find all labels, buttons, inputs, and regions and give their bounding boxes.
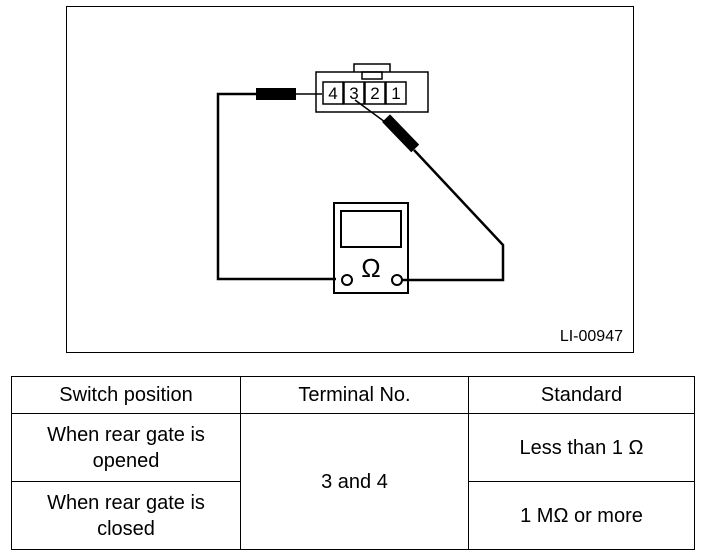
pin-4-cell — [322, 81, 344, 105]
multimeter — [333, 202, 409, 294]
header-terminal-no: Terminal No. — [240, 376, 469, 414]
pin-3-cell — [343, 81, 365, 105]
probe-a-wire — [216, 92, 336, 281]
pin-label-4: 4 — [328, 84, 337, 103]
pin-label-2: 2 — [370, 84, 379, 103]
table-row: When rear gate is opened 3 and 4 Less th… — [11, 413, 695, 550]
switch-position-cell: When rear gate is opened — [11, 413, 241, 482]
probe-b-wire — [402, 149, 505, 282]
connector-latch — [353, 63, 391, 72]
ohm-symbol: Ω — [361, 253, 380, 283]
header-standard: Standard — [468, 376, 695, 414]
header-switch-position: Switch position — [11, 376, 241, 414]
meter-body — [333, 202, 409, 294]
meter-terminal-right — [391, 274, 403, 286]
circuit-diagram: 4 3 2 1 Ω — [216, 63, 505, 294]
pin-1-cell — [385, 81, 407, 105]
pin-label-3: 3 — [349, 84, 358, 103]
spec-table: Switch position Terminal No. Standard Wh… — [11, 376, 695, 550]
diagram-frame: LI-00947 — [66, 6, 634, 353]
connector-lock — [361, 71, 383, 80]
meter-terminal-left — [341, 274, 353, 286]
terminal-cell: 3 and 4 — [240, 413, 469, 550]
switch-position-cell: When rear gate is closed — [11, 481, 241, 550]
probe-b-handle — [382, 114, 420, 153]
meter-display — [340, 210, 402, 248]
table-row: When rear gate is closed 1 MΩ or more — [11, 481, 695, 550]
figure-id: LI-00947 — [559, 328, 623, 345]
standard-cell: 1 MΩ or more — [468, 481, 695, 550]
table-header-row: Switch position Terminal No. Standard — [11, 376, 695, 414]
pin-2-cell — [364, 81, 386, 105]
pin-label-1: 1 — [391, 84, 400, 103]
probe-b-tip — [354, 99, 386, 123]
probe-a-handle — [256, 88, 296, 100]
standard-cell: Less than 1 Ω — [468, 413, 695, 482]
